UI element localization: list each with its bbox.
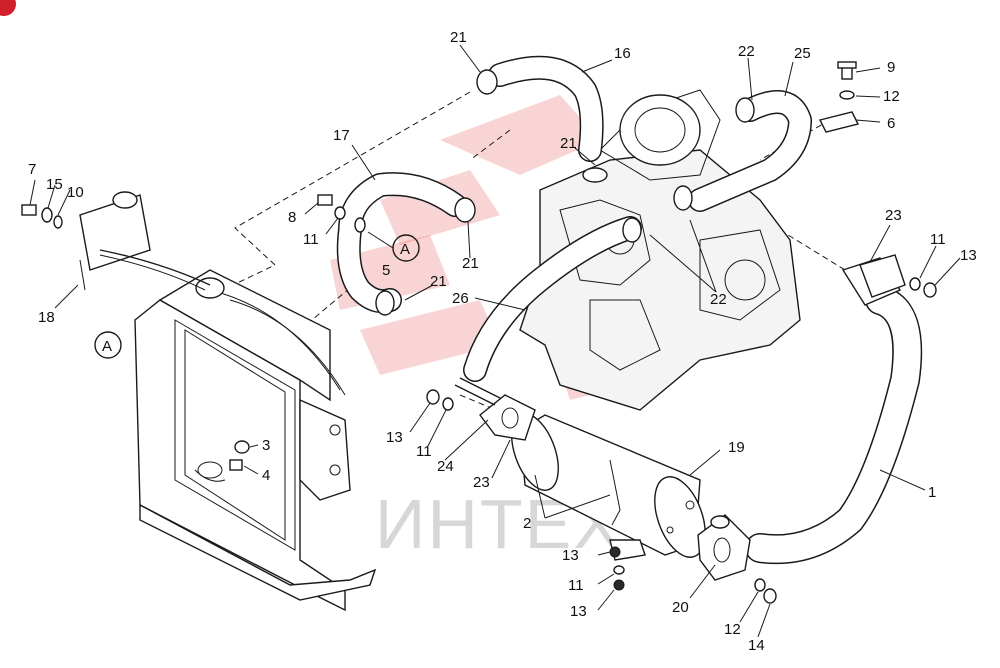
label-6: 6 [887, 115, 895, 132]
expansion-tank [79, 191, 211, 291]
label-4: 4 [262, 467, 270, 484]
label-23: 23 [473, 474, 490, 491]
hose-clamps [354, 69, 755, 316]
label-21: 21 [430, 273, 447, 290]
label-26: 26 [452, 290, 469, 307]
radiator-assembly [134, 269, 377, 612]
svg-text:A: A [102, 338, 112, 355]
label-23: 23 [885, 207, 902, 224]
label-20: 20 [672, 599, 689, 616]
label-17: 17 [333, 127, 350, 144]
label-13: 13 [570, 603, 587, 620]
label-13: 13 [562, 547, 579, 564]
label-25: 25 [794, 45, 811, 62]
label-2: 2 [523, 515, 531, 532]
label-5: 5 [382, 262, 390, 279]
label-13: 13 [386, 429, 403, 446]
label-13: 13 [960, 247, 977, 264]
corner-badge [0, 0, 16, 16]
label-10: 10 [67, 184, 84, 201]
label-12: 12 [883, 88, 900, 105]
label-19: 19 [728, 439, 745, 456]
label-22: 22 [710, 291, 727, 308]
callout-a-near-radiator: A [94, 331, 122, 359]
label-21: 21 [462, 255, 479, 272]
label-8: 8 [288, 209, 296, 226]
part-number-labels: 21 16 22 25 9 12 6 21 17 8 11 5 21 21 26… [28, 29, 977, 654]
label-3: 3 [262, 437, 270, 454]
label-12: 12 [724, 621, 741, 638]
label-18: 18 [38, 309, 55, 326]
exhaust-pipe [745, 254, 923, 565]
label-22: 22 [738, 43, 755, 60]
label-11: 11 [303, 231, 319, 248]
small-hardware [21, 61, 937, 604]
label-7: 7 [28, 161, 36, 178]
label-16: 16 [614, 45, 631, 62]
label-21: 21 [560, 135, 577, 152]
label-1: 1 [928, 484, 936, 501]
label-24: 24 [437, 458, 454, 475]
label-11: 11 [930, 231, 946, 248]
label-21: 21 [450, 29, 467, 46]
hoses [336, 55, 812, 382]
label-11: 11 [568, 577, 584, 594]
label-14: 14 [748, 637, 765, 654]
engine-block [519, 89, 801, 411]
svg-text:A: A [400, 241, 410, 258]
leader-lines [29, 44, 961, 638]
label-9: 9 [887, 59, 895, 76]
label-15: 15 [46, 176, 63, 193]
label-11: 11 [416, 443, 432, 460]
muffler [454, 377, 751, 581]
callout-a-near-hose: A [367, 231, 420, 262]
